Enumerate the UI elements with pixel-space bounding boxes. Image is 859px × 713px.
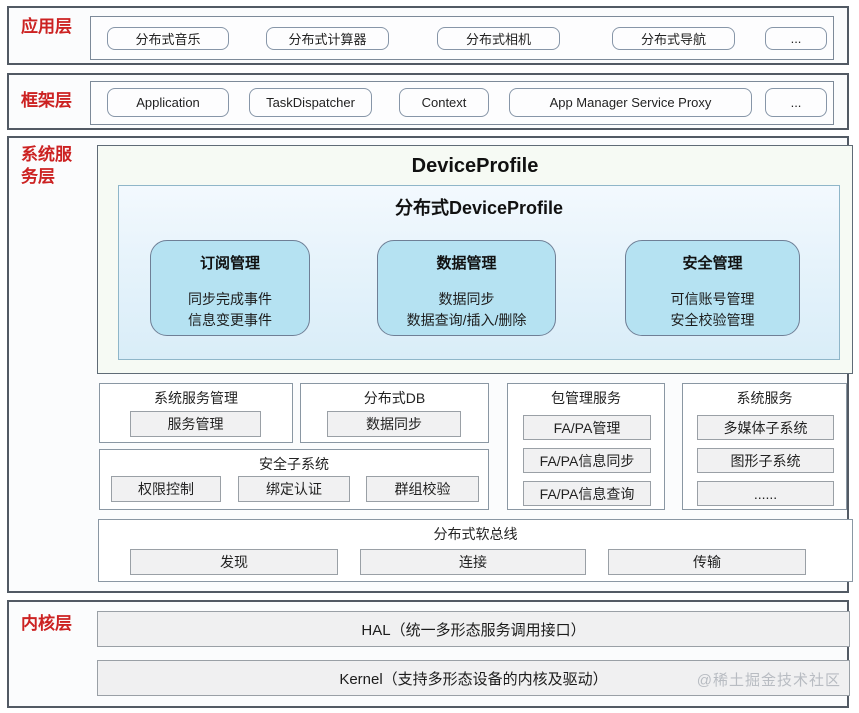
chip-application: Application [107,88,229,117]
service-item-discovery: 发现 [130,549,338,575]
service-box-distributed-db: 分布式DB 数据同步 [300,383,489,443]
deviceprofile-box: DeviceProfile 分布式DeviceProfile 订阅管理 同步完成… [97,145,853,374]
feature-line: 同步完成事件 [188,291,272,307]
feature-subscription-management: 订阅管理 同步完成事件 信息变更事件 [150,240,310,336]
kernel-layer-label: 内核层 [21,614,72,633]
service-box-system-services: 系统服务 多媒体子系统 图形子系统 ...... [682,383,847,510]
service-item-fapa-mgmt: FA/PA管理 [523,415,651,440]
distributed-deviceprofile-box: 分布式DeviceProfile 订阅管理 同步完成事件 信息变更事件 数据管理… [118,185,840,360]
deviceprofile-title: DeviceProfile [411,155,539,177]
feature-line: 可信账号管理 [670,291,755,307]
service-item-group-verification: 群组校验 [366,476,479,502]
service-item-data-sync: 数据同步 [327,411,461,437]
kernel-box: Kernel（支持多形态设备的内核及驱动） @稀土掘金技术社区 [97,660,850,696]
band-system-service-layer: 系统服务层 DeviceProfile 分布式DeviceProfile 订阅管… [7,136,853,593]
feature-security-management: 安全管理 可信账号管理 安全校验管理 [625,240,800,336]
service-box-title: 安全子系统 [259,456,329,472]
service-item-transmission: 传输 [608,549,806,575]
feature-line: 数据查询/插入/删除 [406,312,527,328]
framework-layer-label: 框架层 [21,91,72,110]
feature-lines: 可信账号管理 安全校验管理 [626,289,799,331]
hal-box: HAL（统一多形态服务调用接口） [97,611,850,647]
service-box-title: 包管理服务 [551,390,621,406]
chip-distributed-music: 分布式音乐 [107,27,229,50]
chip-distributed-navigation: 分布式导航 [612,27,735,50]
distributed-deviceprofile-title: 分布式DeviceProfile [394,198,564,218]
service-item-fapa-info-sync: FA/PA信息同步 [523,448,651,473]
service-item-binding-auth: 绑定认证 [238,476,350,502]
feature-title: 订阅管理 [199,255,260,272]
feature-lines: 数据同步 数据查询/插入/删除 [378,289,555,331]
chip-taskdispatcher: TaskDispatcher [249,88,372,117]
service-box-distributed-softbus: 分布式软总线 发现 连接 传输 [98,519,853,582]
service-item-permission-control: 权限控制 [111,476,221,502]
application-layer-label: 应用层 [21,17,72,36]
feature-data-management: 数据管理 数据同步 数据查询/插入/删除 [377,240,556,336]
service-box-title: 系统服务 [736,390,793,406]
band-application-layer: 应用层 分布式音乐 分布式计算器 分布式相机 分布式导航 ... [7,6,849,65]
service-box-security-subsystem: 安全子系统 权限控制 绑定认证 群组校验 [99,449,489,510]
band-framework-layer: 框架层 Application TaskDispatcher Context A… [7,73,849,130]
service-box-title: 系统服务管理 [154,390,238,406]
system-service-layer-label: 系统服务层 [21,145,72,187]
service-item-connection: 连接 [360,549,586,575]
chip-context: Context [399,88,489,117]
band-kernel-layer: 内核层 HAL（统一多形态服务调用接口） Kernel（支持多形态设备的内核及驱… [7,600,850,708]
feature-title: 安全管理 [682,255,743,272]
kernel-box-label: Kernel（支持多形态设备的内核及驱动） [339,670,608,688]
service-item-fapa-info-query: FA/PA信息查询 [523,481,651,506]
service-item-ellipsis: ...... [697,481,834,506]
service-box-system-service-mgmt: 系统服务管理 服务管理 [99,383,293,443]
chip-app-ellipsis: ... [765,27,827,50]
watermark: @稀土掘金技术社区 [696,672,841,689]
chip-app-manager-service-proxy: App Manager Service Proxy [509,88,752,117]
feature-line: 信息变更事件 [188,312,272,328]
feature-lines: 同步完成事件 信息变更事件 [151,289,309,331]
feature-line: 数据同步 [438,291,495,307]
feature-line: 安全校验管理 [670,312,755,328]
service-box-title: 分布式DB [363,390,426,406]
service-box-title: 分布式软总线 [433,526,518,542]
service-box-package-mgmt: 包管理服务 FA/PA管理 FA/PA信息同步 FA/PA信息查询 [507,383,665,510]
service-item-multimedia-subsystem: 多媒体子系统 [697,415,834,440]
chip-framework-ellipsis: ... [765,88,827,117]
chip-distributed-calculator: 分布式计算器 [266,27,389,50]
service-item-service-mgmt: 服务管理 [130,411,261,437]
chip-distributed-camera: 分布式相机 [437,27,560,50]
service-item-graphics-subsystem: 图形子系统 [697,448,834,473]
feature-title: 数据管理 [436,255,497,272]
